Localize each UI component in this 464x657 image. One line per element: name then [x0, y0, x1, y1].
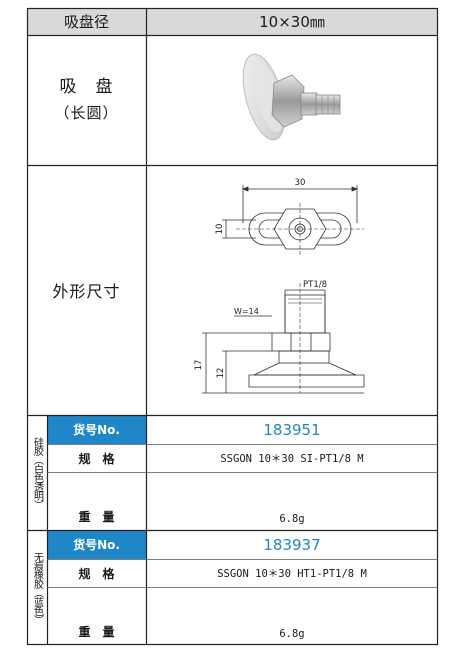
- outline-dimensions-label: 外形尺寸: [52, 282, 121, 301]
- silicone-side-label: 硅胶（白色透明）: [31, 436, 43, 509]
- header-size-value: 10×30㎜: [259, 13, 325, 31]
- silicone-part-no-tag: 货号No.: [47, 415, 146, 444]
- traceless-part-no-tag: 货号No.: [47, 530, 146, 559]
- silicone-weight-label: 重 量: [78, 510, 115, 524]
- traceless-spec-value: SSGON 10＊30 HT1-PT1/8 M: [217, 567, 367, 580]
- total-height-text: 17: [194, 360, 204, 371]
- dimension-row-label: 外形尺寸: [27, 165, 146, 415]
- traceless-weight-label: 重 量: [78, 625, 115, 639]
- header-left-cell: 吸盘径: [27, 8, 146, 35]
- traceless-spec-label-cell: 规 格: [47, 559, 146, 587]
- arrow-left-icon: [241, 186, 249, 192]
- hex-width-text: W=14: [234, 307, 259, 316]
- silicone-weight-cell: 6.8g: [146, 472, 438, 530]
- body-height-text: 12: [216, 368, 226, 379]
- photo-row-label: 吸 盘 （长圆）: [27, 35, 146, 165]
- traceless-weight-cell: 6.8g: [146, 587, 438, 645]
- product-photo-cell: [146, 35, 438, 165]
- header-right-cell: 10×30㎜: [146, 8, 438, 35]
- traceless-weight-label-cell: 重 量: [47, 587, 146, 645]
- oval-shape-label: （长圆）: [54, 104, 119, 122]
- dimension-drawing: 30 10 PT1/8 W=14: [194, 178, 365, 394]
- header-cup-diameter-label: 吸盘径: [63, 13, 109, 31]
- dimension-drawing-cell: 30 10 PT1/8 W=14: [146, 165, 438, 415]
- silicone-part-no: 183951: [263, 420, 321, 439]
- traceless-side-label: 无痕橡胶（蓝色）: [31, 551, 43, 624]
- width-dimension-text: 30: [295, 178, 306, 188]
- arrow-right-icon: [351, 186, 359, 192]
- silicone-spec-value: SSGON 10＊30 SI-PT1/8 M: [220, 452, 364, 465]
- silicone-spec-cell: SSGON 10＊30 SI-PT1/8 M: [146, 444, 438, 472]
- silicone-tag-text: 货号No.: [73, 423, 120, 437]
- traceless-tag-text: 货号No.: [73, 538, 120, 552]
- height-dimension-text: 10: [215, 224, 225, 235]
- silicone-spec-label: 规 格: [78, 451, 115, 466]
- silicone-part-no-cell: 183951: [146, 415, 438, 444]
- traceless-weight-value: 6.8g: [279, 628, 305, 640]
- suction-cup-label: 吸 盘: [59, 77, 114, 97]
- silicone-spec-label-cell: 规 格: [47, 444, 146, 472]
- suction-cup-photo: [242, 53, 341, 141]
- traceless-part-no-cell: 183937: [146, 530, 438, 559]
- traceless-part-no: 183937: [263, 535, 321, 554]
- thread-dimension-text: PT1/8: [303, 280, 327, 290]
- traceless-spec-cell: SSGON 10＊30 HT1-PT1/8 M: [146, 559, 438, 587]
- silicone-weight-label-cell: 重 量: [47, 472, 146, 530]
- silicone-weight-value: 6.8g: [279, 513, 305, 525]
- traceless-spec-label: 规 格: [78, 566, 115, 581]
